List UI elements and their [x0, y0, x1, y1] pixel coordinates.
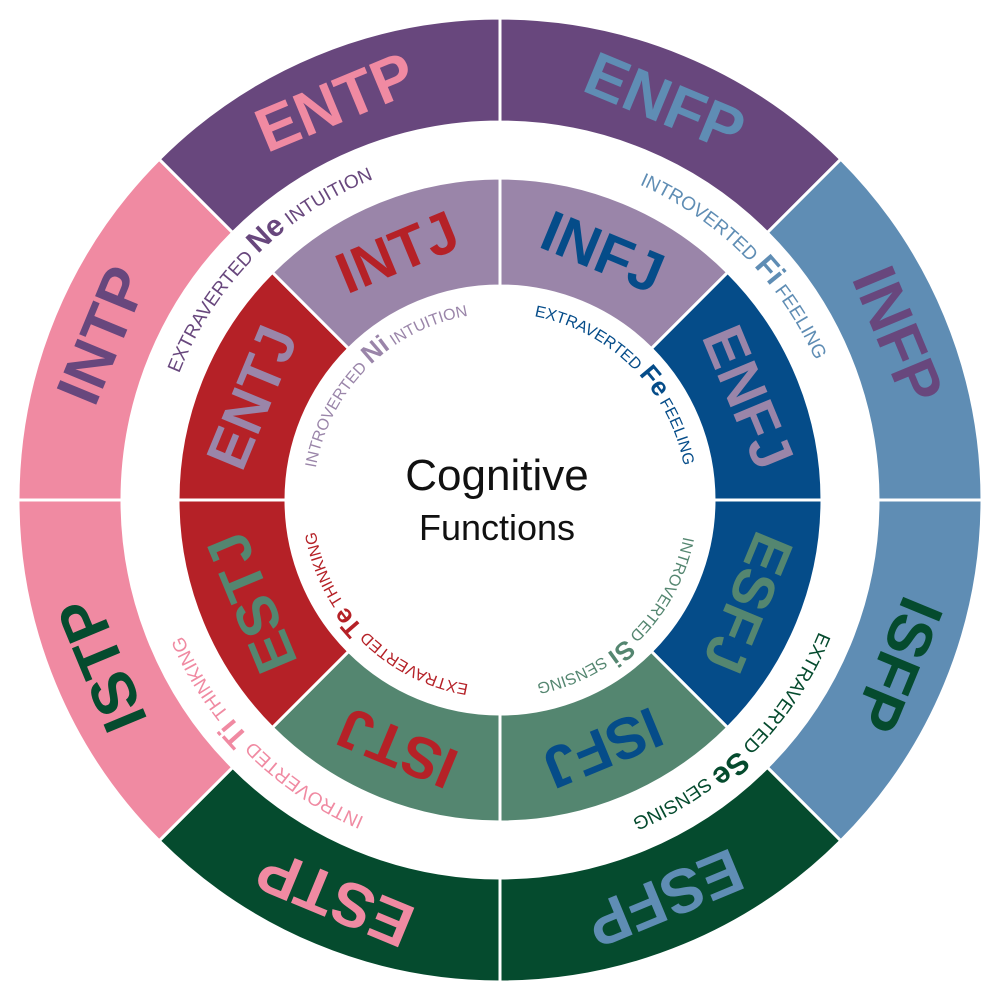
- outer-segment-entp: [157, 16, 502, 235]
- center-title-line-2: Functions: [419, 507, 575, 548]
- background-disc: [18, 18, 982, 982]
- inner-segment-intj: [270, 176, 502, 351]
- center-title-line-1: Cognitive: [405, 451, 588, 500]
